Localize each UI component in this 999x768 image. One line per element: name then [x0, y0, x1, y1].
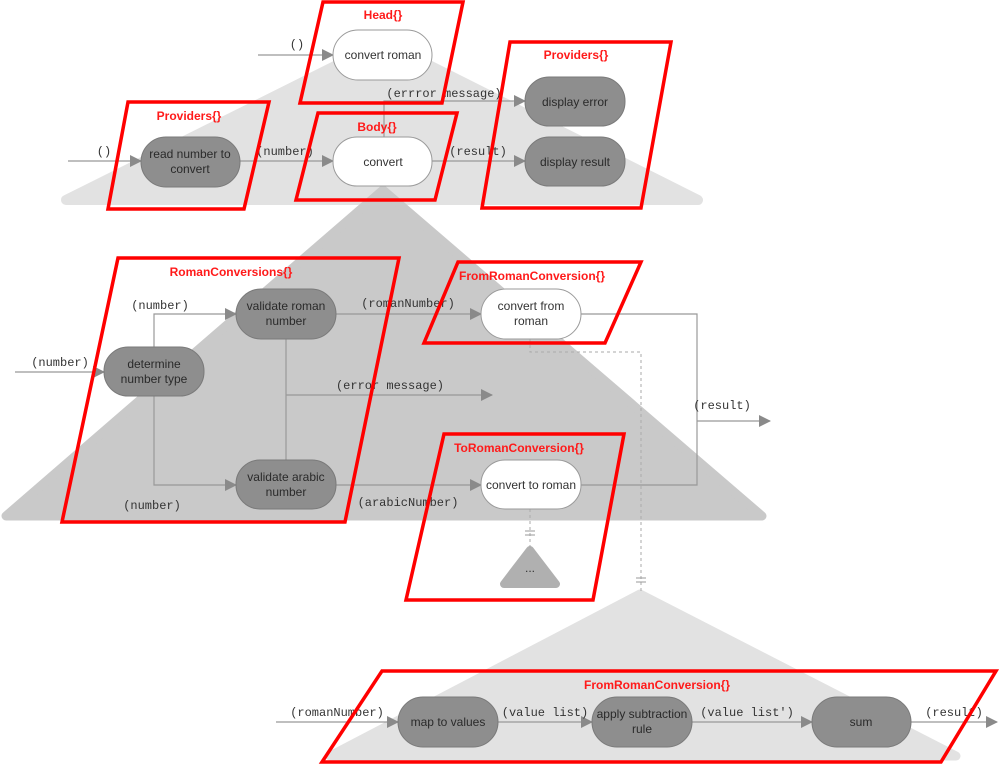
node-label: convert from — [498, 299, 565, 313]
subtree-ellipsis-label: ... — [525, 561, 535, 575]
edge-label: (number) — [31, 356, 89, 370]
node-label: read number to — [149, 147, 231, 161]
refinement-link-from-roman — [529, 339, 642, 592]
scope-providers-left: Providers{} — [105, 100, 272, 211]
edge-label: (result) — [449, 145, 507, 159]
node-label: validate arabic — [247, 470, 324, 484]
node-validate-arabic: validate arabic number — [235, 459, 337, 510]
edge-label: (number) — [131, 299, 189, 313]
node-display-error: display error — [524, 76, 626, 127]
node-label: determine — [127, 357, 181, 371]
node-label: number type — [121, 372, 188, 386]
node-validate-roman: validate roman number — [235, 288, 337, 340]
node-read-number: read number to convert — [140, 136, 241, 188]
node-label: number — [266, 314, 307, 328]
node-label: apply subtraction — [597, 707, 688, 721]
node-label: map to values — [411, 715, 486, 729]
node-map-to-values: map to values — [397, 696, 499, 748]
scope-label: ToRomanConversion{} — [454, 441, 584, 455]
scope-label: FromRomanConversion{} — [459, 269, 605, 283]
node-label: convert — [170, 162, 210, 176]
edge-label: (romanNumber) — [290, 706, 384, 720]
scope-label: FromRomanConversion{} — [584, 678, 730, 692]
node-label: convert — [363, 155, 403, 169]
node-label: convert to roman — [486, 478, 576, 492]
node-convert-roman: convert roman — [332, 29, 433, 81]
scope-head: Head{} — [297, 0, 466, 105]
edge-number-upper — [153, 308, 237, 347]
scope-roman-conversions: RomanConversions{} — [59, 256, 402, 524]
node-convert-from-roman: convert from roman — [480, 288, 582, 340]
edge-label: (value list) — [502, 706, 588, 720]
edge-label: () — [290, 38, 304, 52]
edge-label: (result) — [693, 399, 751, 413]
edge-number-lower — [153, 396, 237, 491]
node-apply-subtraction: apply subtraction rule — [591, 696, 693, 748]
edge-label: (error message) — [336, 379, 444, 393]
node-label: convert roman — [345, 48, 422, 62]
scope-label: RomanConversions{} — [170, 265, 293, 279]
edge-label: (number) — [256, 145, 314, 159]
edge-label: (number) — [123, 499, 181, 513]
node-display-result: display result — [524, 136, 626, 187]
subtree-ellipsis — [500, 546, 560, 588]
edge-error-top — [383, 95, 526, 137]
node-label: roman — [514, 314, 548, 328]
edge-label: (arabicNumber) — [358, 496, 459, 510]
scope-from-roman-bottom: FromRomanConversion{} — [318, 669, 999, 764]
node-sum: sum — [811, 696, 912, 748]
node-convert-to-roman: convert to roman — [480, 459, 582, 510]
node-label: display error — [542, 95, 608, 109]
scope-from-roman-mid: FromRomanConversion{} — [421, 260, 644, 345]
node-label: sum — [850, 715, 873, 729]
edge-label: (value list') — [700, 706, 794, 720]
node-label: number — [266, 485, 307, 499]
scope-body: Body{} — [293, 111, 460, 202]
scope-label: Head{} — [364, 8, 403, 22]
edge-label: (romanNumber) — [361, 297, 455, 311]
scope-label: Body{} — [357, 120, 397, 134]
scope-label: Providers{} — [544, 48, 609, 62]
refinement-mark-icon — [525, 530, 646, 583]
node-label: display result — [540, 155, 611, 169]
node-convert: convert — [332, 136, 433, 187]
scope-providers-right: Providers{} — [479, 40, 674, 210]
scope-label: Providers{} — [157, 109, 222, 123]
edge-result-merge — [581, 313, 698, 486]
edge-label: () — [97, 145, 111, 159]
node-determine-type: determine number type — [103, 346, 205, 397]
node-label: validate roman — [247, 299, 326, 313]
scope-to-roman: ToRomanConversion{} — [403, 432, 627, 602]
node-label: rule — [632, 722, 652, 736]
